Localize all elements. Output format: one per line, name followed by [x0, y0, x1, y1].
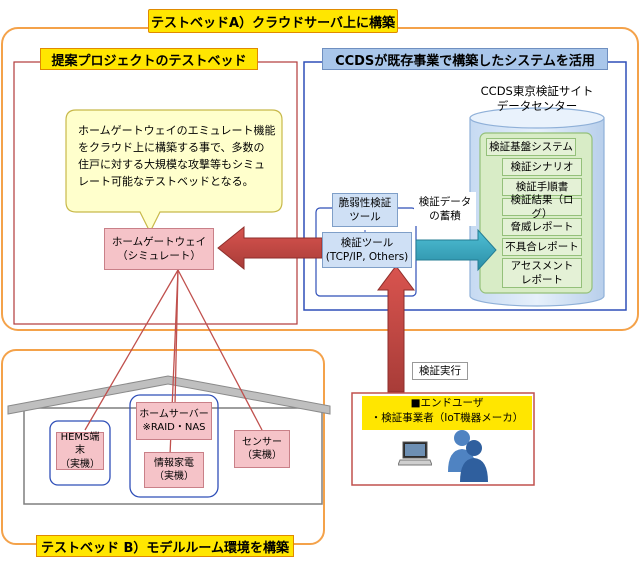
platform-item-result-log: 検証結果（ログ） — [502, 194, 582, 220]
users-icon — [448, 430, 488, 482]
callout-text: ホームゲートウェイのエミュレート機能 をクラウド上に構築する事で、多数の 住戸に… — [78, 124, 276, 189]
hems-group — [49, 420, 111, 486]
testbed-b-title: テストベッド B）モデルルーム環境を構築 — [36, 535, 294, 557]
callout-bubble — [65, 109, 283, 234]
right-arrow — [415, 228, 497, 272]
vuln-tool-box: 脆弱性検証 ツール — [332, 193, 398, 227]
house-roof — [7, 375, 331, 415]
platform-item-procedure: 検証手順書 — [502, 178, 582, 196]
home-server-device: ホームサーバー ※RAID・NAS — [136, 402, 212, 440]
user-box-frame — [351, 392, 535, 486]
exec-label: 検証実行 — [412, 362, 468, 380]
up-arrow — [377, 265, 415, 393]
datacenter-label: CCDS東京検証サイト データセンター — [480, 84, 594, 113]
appliance-device: 情報家電 （実機） — [144, 452, 204, 488]
platform-item-threat-report: 脅威レポート — [502, 218, 582, 236]
home-gateway-box: ホームゲートウェイ （シミュレート） — [104, 228, 214, 270]
ccds-title: CCDSが既存事業で構築したシステムを活用 — [322, 48, 608, 70]
test-tool-box: 検証ツール (TCP/IP, Others) — [322, 232, 412, 268]
platform-item-defect-report: 不具合レポート — [502, 238, 582, 256]
platform-item-scenario: 検証シナリオ — [502, 158, 582, 176]
server-group — [129, 394, 219, 498]
hems-device: HEMS端末 （実機） — [56, 432, 104, 470]
laptop-icon — [398, 441, 432, 466]
platform-item-assessment-report: アセスメント レポート — [502, 258, 582, 288]
sensor-device: センサー （実機） — [234, 430, 290, 468]
testbed-a-title: テストベッドA）クラウドサーバ上に構築 — [148, 9, 398, 33]
user-box: ■エンドユーザ ・検証事業者（IoT機器メーカ） — [362, 396, 532, 430]
platform-title: 検証基盤システム — [486, 138, 576, 156]
data-store-label: 検証データ の蓄積 — [414, 192, 476, 226]
proposal-title: 提案プロジェクトのテストベッド — [40, 48, 258, 70]
